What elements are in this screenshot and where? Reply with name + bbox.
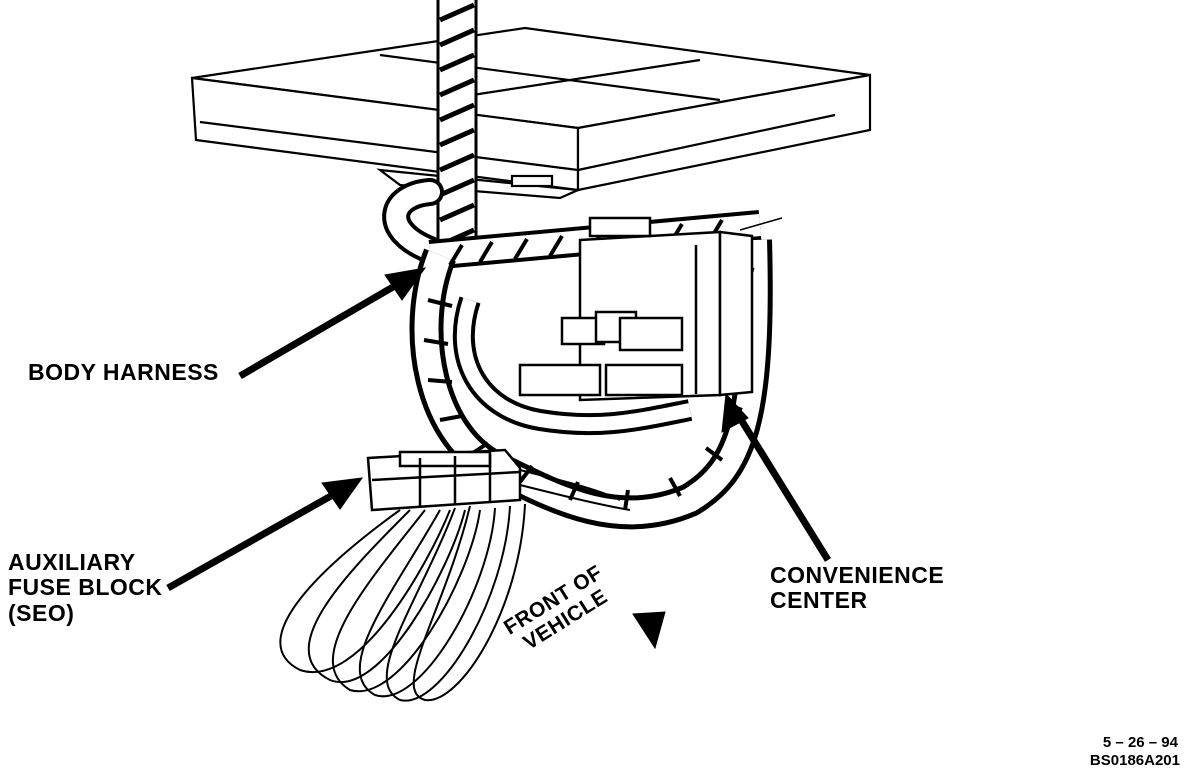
wire-loops <box>279 469 631 702</box>
body-harness-arrowhead <box>384 267 427 301</box>
conv-line-2: CENTER <box>770 587 868 614</box>
aux-fuse-arrowhead <box>321 477 364 510</box>
auxiliary-fuse-block-connector <box>366 448 522 512</box>
convenience-center-label: CONVENIENCE CENTER <box>770 562 945 614</box>
auxiliary-fuse-block-label: AUXILIARY FUSE BLOCK (SEO) <box>8 549 163 626</box>
aux-fuse-arrow <box>166 484 347 592</box>
aux-line-2: FUSE BLOCK <box>8 574 163 601</box>
date-stamp: 5 – 26 – 94 <box>1102 734 1178 751</box>
instrument-panel-tray <box>190 26 872 200</box>
convenience-center-arrow <box>732 408 831 562</box>
convenience-center-box <box>518 216 754 402</box>
pointer-arrows <box>166 267 831 650</box>
body-harness-cable <box>436 0 478 252</box>
aux-line-1: AUXILIARY <box>8 549 136 575</box>
conv-line-1: CONVENIENCE <box>770 562 945 588</box>
front-of-vehicle-arrow <box>632 611 666 650</box>
hairline-right <box>739 217 783 231</box>
body-harness-arrow <box>238 276 407 380</box>
convenience-center-arrowhead <box>721 392 749 433</box>
aux-line-3: (SEO) <box>8 599 75 626</box>
figure-code: BS0186A201 <box>1089 752 1180 769</box>
body-harness-label: BODY HARNESS <box>28 359 219 385</box>
